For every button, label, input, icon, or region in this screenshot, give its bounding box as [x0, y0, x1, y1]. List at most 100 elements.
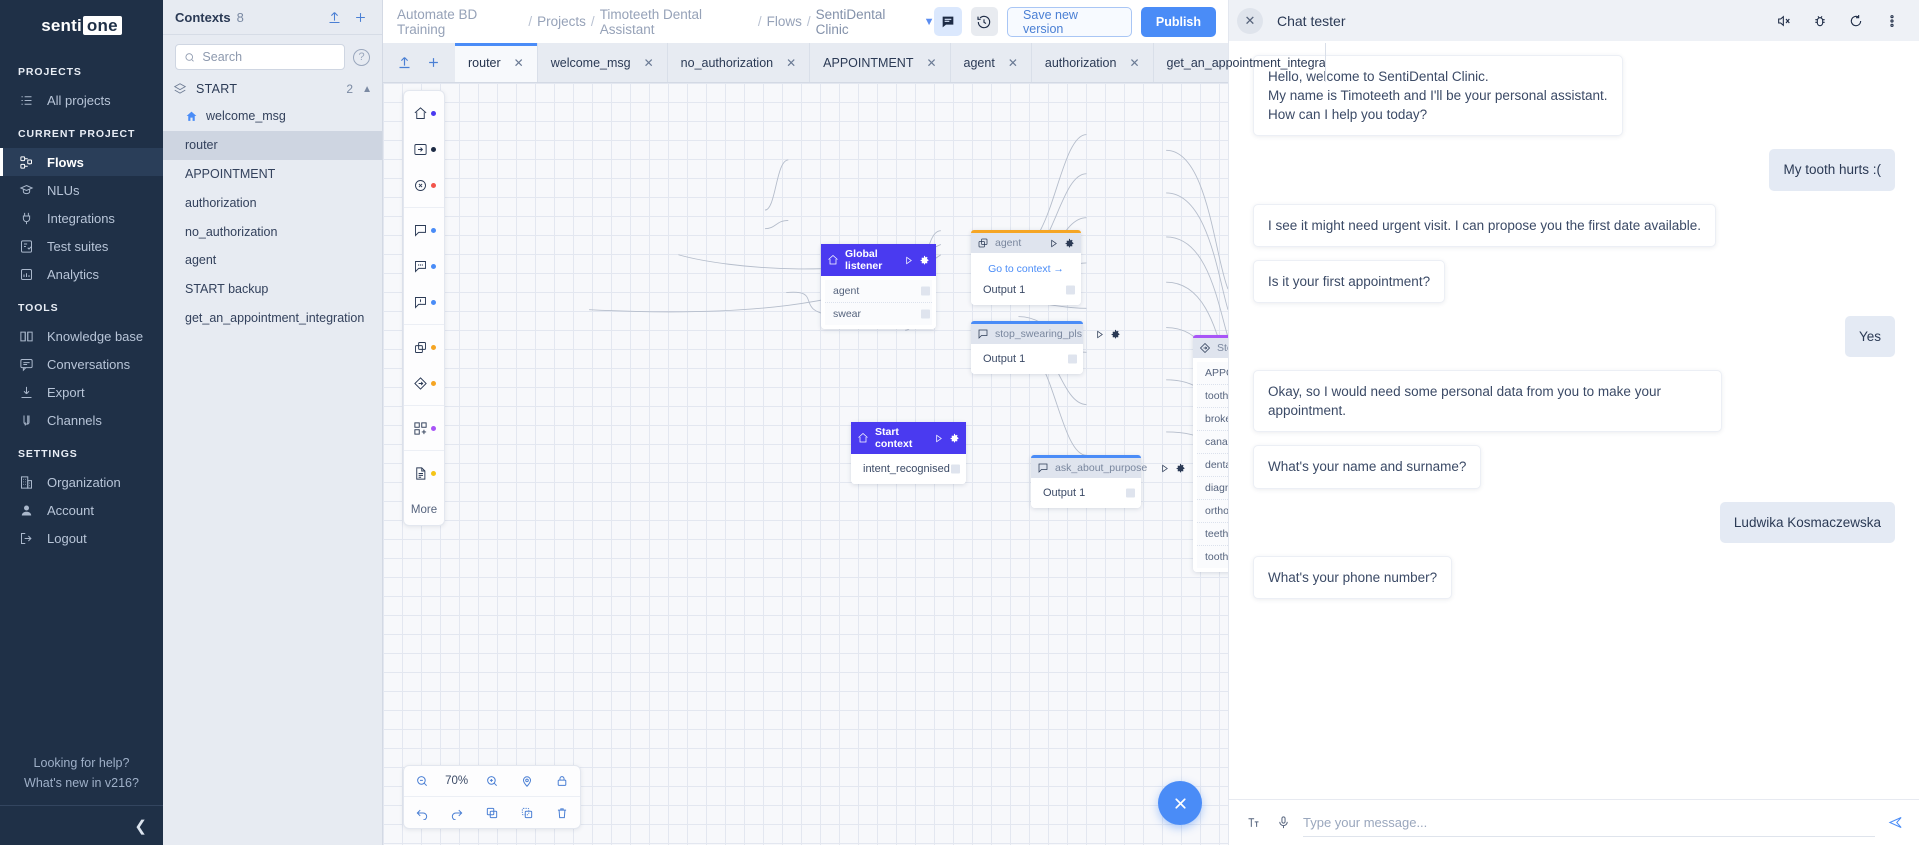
play-icon[interactable] — [903, 255, 914, 266]
breadcrumb-item-3[interactable]: Flows — [766, 14, 802, 29]
node-port[interactable]: agent — [825, 280, 932, 303]
gear-icon[interactable] — [949, 433, 960, 444]
chat-message-input[interactable] — [1303, 808, 1875, 837]
kebab-menu-icon[interactable] — [1881, 10, 1903, 32]
go-to-context-link[interactable]: Go to context → — [988, 263, 1064, 275]
close-icon[interactable]: ✕ — [1007, 55, 1018, 70]
palette-goto-icon[interactable] — [404, 131, 444, 167]
node-port[interactable]: tooth_extraction — [1197, 546, 1228, 568]
chat-bubble-icon[interactable] — [934, 7, 962, 36]
flow-node-steering[interactable]: SteeringAPPOINTMENTtooth_painbroken_toot… — [1193, 335, 1228, 572]
node-port[interactable]: dental_checkup — [1197, 454, 1228, 477]
context-item-start-backup[interactable]: START backup — [163, 275, 382, 304]
upload-icon[interactable] — [324, 7, 344, 27]
gear-icon[interactable] — [1175, 463, 1186, 474]
sidebar-item-test-suites[interactable]: Test suites — [0, 232, 163, 260]
play-icon[interactable] — [1094, 329, 1105, 340]
history-icon[interactable] — [970, 7, 999, 36]
zoom-in-icon[interactable] — [480, 769, 504, 793]
gear-icon[interactable] — [1110, 329, 1121, 340]
context-item-no-authorization[interactable]: no_authorization — [163, 218, 382, 247]
sidebar-item-account[interactable]: Account — [0, 496, 163, 524]
close-icon[interactable]: ✕ — [1237, 7, 1263, 34]
tab-agent[interactable]: agent✕ — [951, 43, 1032, 82]
close-flow-fab-button[interactable] — [1158, 781, 1202, 825]
close-icon[interactable]: ✕ — [786, 55, 797, 70]
close-icon[interactable]: ✕ — [1129, 55, 1140, 70]
tab-welcome-msg[interactable]: welcome_msg✕ — [538, 43, 668, 82]
sidebar-item-flows[interactable]: Flows — [0, 148, 163, 176]
breadcrumb-item-0[interactable]: Automate BD Training — [397, 6, 478, 37]
duplicate-icon[interactable] — [480, 801, 504, 825]
sidebar-item-integrations[interactable]: Integrations — [0, 204, 163, 232]
breadcrumb-item-2[interactable]: Timoteeth Dental Assistant — [599, 6, 702, 37]
play-icon[interactable] — [1048, 238, 1059, 249]
context-item-router[interactable]: router — [163, 130, 382, 160]
node-port[interactable]: diagnostics — [1197, 477, 1228, 500]
lock-icon[interactable] — [550, 769, 574, 793]
breadcrumb-item-4[interactable]: SentiDental Clinic — [815, 6, 886, 37]
plus-icon[interactable] — [350, 7, 370, 27]
node-header[interactable]: stop_swearing_pls — [971, 324, 1120, 344]
copy-icon[interactable] — [515, 801, 539, 825]
redo-icon[interactable] — [445, 801, 469, 825]
tab-authorization[interactable]: authorization✕ — [1032, 43, 1154, 82]
palette-add-block-icon[interactable] — [404, 410, 444, 446]
node-port[interactable]: Output 1 — [975, 348, 1079, 370]
sidebar-item-export[interactable]: Export — [0, 378, 163, 406]
node-port-handle[interactable] — [921, 309, 930, 319]
context-item-agent[interactable]: agent — [163, 246, 382, 275]
node-port[interactable]: APPOINTMENT — [1197, 362, 1228, 385]
node-port[interactable]: swear — [825, 303, 932, 325]
trash-icon[interactable] — [550, 801, 574, 825]
node-header[interactable]: agent — [971, 233, 1081, 253]
node-port-handle[interactable] — [1066, 285, 1075, 295]
bug-icon[interactable] — [1809, 10, 1831, 32]
mic-icon[interactable] — [1273, 813, 1293, 833]
close-icon[interactable]: ✕ — [643, 55, 654, 70]
palette-decision-icon[interactable] — [404, 365, 444, 401]
sidebar-item-all-projects[interactable]: All projects — [0, 86, 163, 114]
mute-icon[interactable] — [1773, 10, 1795, 32]
flow-node-start-context[interactable]: Start context intent_recognised — [851, 422, 966, 484]
undo-icon[interactable] — [410, 801, 434, 825]
zoom-out-icon[interactable] — [410, 769, 434, 793]
node-port[interactable]: Output 1 — [975, 279, 1077, 301]
sidebar-item-nlus[interactable]: NLUs — [0, 176, 163, 204]
node-header[interactable]: Start context — [851, 422, 966, 454]
help-icon[interactable]: ? — [353, 48, 370, 66]
palette-message-alert-icon[interactable] — [404, 284, 444, 320]
tab-no-authorization[interactable]: no_authorization✕ — [668, 43, 811, 82]
breadcrumb-chevron-down-icon[interactable]: ▼ — [923, 15, 935, 28]
node-port-handle[interactable] — [1126, 488, 1135, 498]
flow-node-agent[interactable]: agent Go to context → Output 1 — [971, 230, 1081, 305]
publish-button[interactable]: Publish — [1140, 6, 1217, 37]
palette-document-icon[interactable] — [404, 455, 444, 491]
save-new-version-button[interactable]: Save new version — [1007, 6, 1132, 37]
send-icon[interactable] — [1885, 813, 1905, 833]
gear-icon[interactable] — [1064, 238, 1075, 249]
node-header[interactable]: Steering — [1193, 338, 1228, 358]
node-port[interactable]: tooth_pain — [1197, 385, 1228, 408]
search-box[interactable] — [175, 44, 345, 70]
tab-get-an-appointment-integration[interactable]: get_an_appointment_integration — [1154, 43, 1326, 82]
play-icon[interactable] — [933, 433, 944, 444]
context-item-appointment[interactable]: APPOINTMENT — [163, 160, 382, 189]
gear-icon[interactable] — [919, 255, 930, 266]
node-port-handle[interactable] — [951, 464, 960, 474]
chevron-up-icon[interactable]: ▲ — [362, 83, 372, 95]
node-port[interactable]: intent_recognised — [855, 458, 962, 480]
sidebar-item-knowledge-base[interactable]: Knowledge base — [0, 322, 163, 350]
context-item-welcome-msg[interactable]: welcome_msg — [163, 102, 382, 131]
palette-message-dots-icon[interactable] — [404, 248, 444, 284]
palette-stop-icon[interactable] — [404, 167, 444, 203]
whats-new-link[interactable]: What's new in v216? — [24, 776, 139, 790]
node-port[interactable]: canal_treatment — [1197, 431, 1228, 454]
context-item-get-an-appointment-integration[interactable]: get_an_appointment_integration — [163, 304, 382, 333]
node-port-handle[interactable] — [1068, 354, 1077, 364]
node-port[interactable]: teeth_cleaning — [1197, 523, 1228, 546]
play-icon[interactable] — [1159, 463, 1170, 474]
node-port[interactable]: orthodontics — [1197, 500, 1228, 523]
